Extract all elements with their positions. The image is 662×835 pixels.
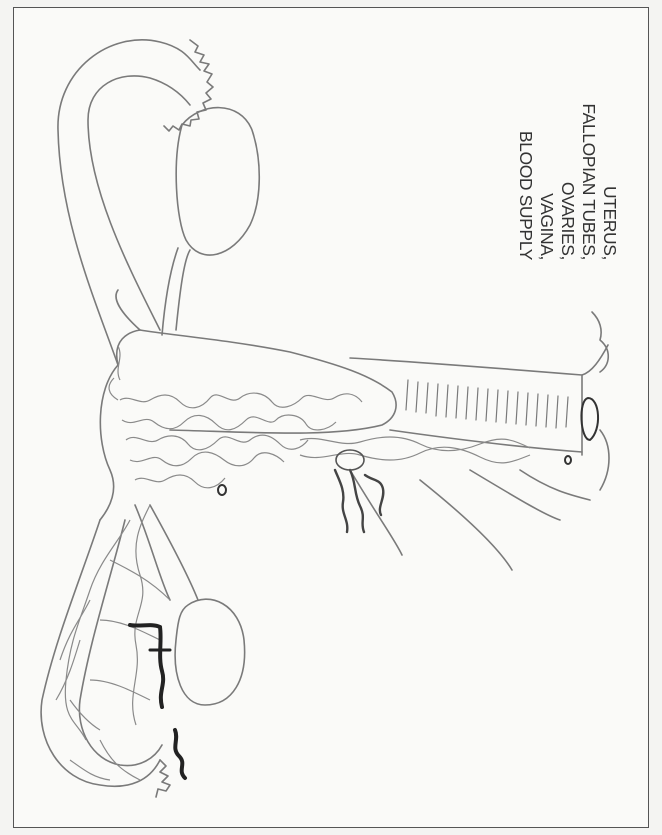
upper-ovary xyxy=(176,108,259,255)
cervix xyxy=(581,398,598,440)
uterine-blood-vessels xyxy=(56,346,530,780)
caption-line-blood-supply: BLOOD SUPPLY xyxy=(515,40,536,260)
caption-line-fallopian-tubes: FALLOPIAN TUBES, xyxy=(578,40,599,260)
upper-fallopian-tube xyxy=(58,40,200,365)
vagina-outline xyxy=(350,345,608,375)
marker-annotations xyxy=(130,450,571,778)
caption-line-vagina: VAGINA, xyxy=(536,40,557,260)
caption-line-uterus: UTERUS, xyxy=(599,40,620,260)
caption-line-ovaries: OVARIES, xyxy=(557,40,578,260)
lower-ovary xyxy=(175,599,244,705)
vaginal-rugae xyxy=(406,380,568,428)
diagram-caption: UTERUS, FALLOPIAN TUBES, OVARIES, VAGINA… xyxy=(515,40,620,260)
lower-fimbriae xyxy=(156,760,170,797)
lower-fallopian-tube xyxy=(41,520,160,786)
